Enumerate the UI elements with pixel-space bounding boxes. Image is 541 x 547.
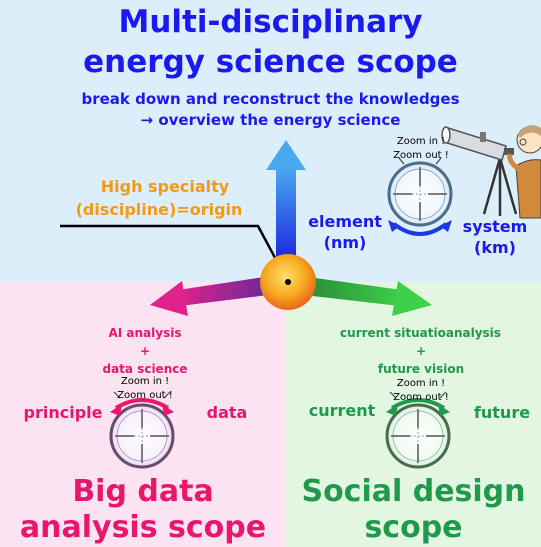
left-title-line1: Big data bbox=[72, 474, 214, 509]
top-subtitle-line1: break down and reconstruct the knowledge… bbox=[81, 90, 460, 108]
left-title-line2: analysis scope bbox=[19, 510, 267, 545]
left-arrow bbox=[150, 277, 268, 316]
right-title-line1: Social design bbox=[301, 474, 526, 509]
left-line2: + bbox=[139, 344, 151, 358]
left-lens-icon bbox=[109, 403, 175, 469]
right-lens-icon bbox=[385, 403, 451, 469]
top-zoom-out-label: Zoom out ! bbox=[393, 150, 449, 161]
left-zoom-swirl-icon bbox=[110, 391, 174, 416]
system-label: system bbox=[462, 217, 528, 236]
top-zoom-in-label: Zoom in ! bbox=[396, 136, 446, 147]
element-unit: (nm) bbox=[323, 233, 367, 252]
top-title-line1: Multi-disciplinary bbox=[118, 4, 423, 40]
data-label: data bbox=[206, 403, 248, 422]
observer-person-icon bbox=[507, 125, 541, 219]
top-zoom-swirl-icon bbox=[388, 220, 452, 236]
right-zoom-in-label: Zoom in ! bbox=[396, 378, 446, 389]
right-arrow bbox=[304, 277, 432, 316]
origin-pointer-line bbox=[60, 224, 290, 283]
principle-label: principle bbox=[23, 403, 103, 422]
left-line1: AI analysis bbox=[108, 326, 182, 340]
right-zoom-swirl-icon bbox=[386, 391, 450, 416]
specialty-line1: High specialty bbox=[100, 177, 230, 196]
top-subtitle-line2: → overview the energy science bbox=[140, 111, 401, 129]
right-line3: future vision bbox=[377, 362, 465, 376]
right-line1: current situatioanalysis bbox=[340, 326, 501, 340]
left-line3: data science bbox=[102, 362, 188, 376]
top-lens-icon bbox=[387, 157, 453, 227]
element-label: element bbox=[308, 212, 382, 231]
current-label: current bbox=[308, 401, 376, 420]
system-unit: (km) bbox=[474, 238, 516, 257]
telescope-icon bbox=[441, 126, 518, 216]
right-title-line2: scope bbox=[364, 510, 463, 545]
right-zoom-out-label: Zoom out ! bbox=[393, 392, 449, 403]
future-label: future bbox=[473, 403, 531, 422]
left-zoom-in-label: Zoom in ! bbox=[120, 376, 170, 387]
top-title-line2: energy science scope bbox=[83, 44, 458, 80]
right-line2: + bbox=[415, 344, 427, 358]
specialty-line2: (discipline)=origin bbox=[75, 200, 243, 219]
left-zoom-out-label: Zoom out ! bbox=[117, 390, 173, 401]
up-arrow bbox=[266, 140, 306, 268]
